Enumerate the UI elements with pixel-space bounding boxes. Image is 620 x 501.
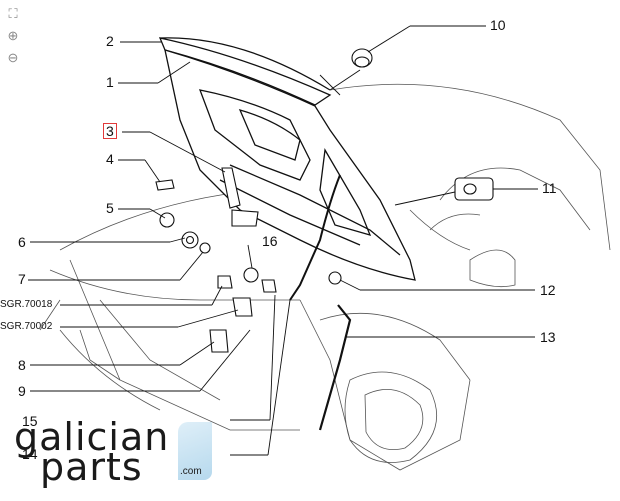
callout-9[interactable]: 9	[18, 383, 26, 399]
zoom-in-icon[interactable]: ⊕	[7, 28, 19, 43]
logo-line1: galician	[14, 415, 170, 459]
callout-11[interactable]: 11	[542, 180, 557, 196]
callout-15[interactable]: 15	[22, 413, 38, 429]
callout-14[interactable]: 14	[22, 446, 38, 462]
logo-line2: parts	[40, 445, 143, 489]
tailgate-lid	[158, 37, 416, 281]
callout-sgr-70002[interactable]: SGR.70002	[0, 321, 53, 332]
callout-6[interactable]: 6	[18, 234, 26, 250]
fit-to-screen-icon[interactable]: ⛶	[8, 6, 18, 21]
logo-swoosh	[178, 422, 212, 480]
callout-8[interactable]: 8	[18, 357, 26, 373]
zoom-out-icon[interactable]: ⊖	[7, 50, 19, 65]
callout-sgr-70018[interactable]: SGR.70018	[0, 299, 53, 310]
small-parts	[155, 48, 494, 431]
logo-suffix: .com	[180, 466, 202, 477]
callout-4[interactable]: 4	[106, 151, 114, 167]
callout-2[interactable]: 2	[106, 33, 114, 49]
callout-13[interactable]: 13	[540, 329, 556, 345]
callout-1[interactable]: 1	[106, 74, 114, 90]
callout-3[interactable]: 3	[103, 123, 117, 139]
callout-leader-lines	[28, 25, 538, 456]
callout-16[interactable]: 16	[262, 233, 278, 249]
callout-12[interactable]: 12	[540, 282, 556, 298]
callout-7[interactable]: 7	[18, 271, 26, 287]
car-body-outline	[39, 83, 611, 471]
callout-5[interactable]: 5	[106, 200, 114, 216]
callout-10[interactable]: 10	[490, 17, 506, 33]
